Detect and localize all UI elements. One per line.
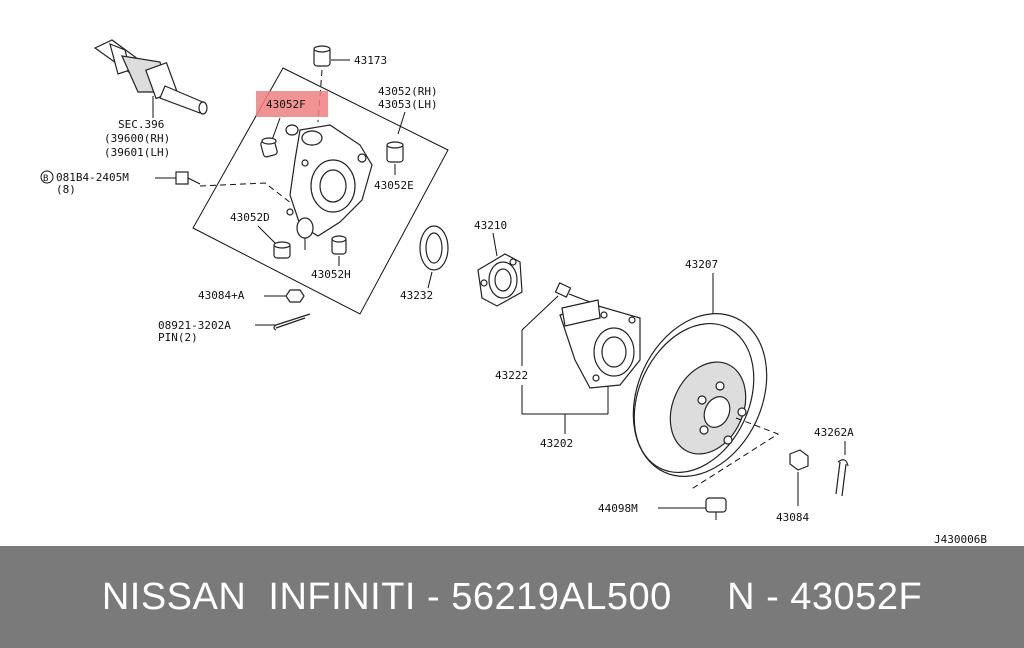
label-43173: 43173 — [354, 54, 387, 67]
label-pin-qty: PIN(2) — [158, 331, 198, 344]
nut-43084a — [285, 289, 305, 303]
label-39600: (39600(RH) — [104, 132, 170, 145]
part-number-text: NISSAN INFINITI - 56219AL500 N - 43052F — [101, 575, 923, 618]
highlight-43052f — [256, 91, 328, 117]
cotter-pin-43262a — [835, 459, 849, 497]
label-43052d: 43052D — [230, 211, 270, 224]
seal-43232 — [419, 225, 449, 271]
label-43222: 43222 — [495, 369, 528, 382]
nut-43084 — [789, 449, 809, 471]
label-39601: (39601(LH) — [104, 146, 170, 159]
knuckle-43052 — [285, 124, 373, 250]
label-sec-396: SEC.396 — [118, 118, 164, 131]
part-43173 — [313, 45, 331, 67]
label-43053-lh: 43053(LH) — [378, 98, 438, 111]
brake-rotor-43207 — [632, 313, 768, 477]
label-43052f: 43052F — [266, 98, 306, 111]
bushing-43052e — [386, 141, 404, 163]
label-43202: 43202 — [540, 437, 573, 450]
circle-b-symbol: B — [43, 174, 48, 184]
label-43052-rh: 43052(RH) — [378, 85, 438, 98]
diagram-reference-code: J430006B — [934, 533, 987, 546]
part-number-banner: NISSAN INFINITI - 56219AL500 N - 43052F — [0, 546, 1024, 648]
cotter-pin-08921 — [273, 313, 311, 331]
bushing-43052f — [260, 137, 278, 158]
label-43207: 43207 — [685, 258, 718, 271]
label-bolt-qty: (8) — [56, 183, 76, 196]
label-43262a: 43262A — [814, 426, 854, 439]
drive-shaft — [93, 39, 208, 115]
hub-43202 — [559, 299, 641, 389]
knuckle-box-outline — [192, 67, 449, 315]
parts-diagram: SEC.396 (39600(RH) (39601(LH) B 081B4-24… — [40, 39, 987, 546]
hub-bolt-43222 — [554, 282, 591, 303]
bushing-43052h — [331, 235, 347, 255]
label-08921-3202a: 08921-3202A — [158, 319, 231, 332]
bolt-081b4 — [175, 171, 201, 185]
label-44098m: 44098M — [598, 502, 638, 515]
label-43052e: 43052E — [374, 179, 414, 192]
bushing-43052d — [273, 241, 291, 259]
label-43084a: 43084+A — [198, 289, 245, 302]
label-43232: 43232 — [400, 289, 433, 302]
screw-44098m — [705, 497, 727, 520]
label-43052h: 43052H — [311, 268, 351, 281]
label-43084: 43084 — [776, 511, 809, 524]
bearing-43210 — [477, 253, 523, 307]
label-43210: 43210 — [474, 219, 507, 232]
label-081b4-2405m: 081B4-2405M — [56, 171, 129, 184]
